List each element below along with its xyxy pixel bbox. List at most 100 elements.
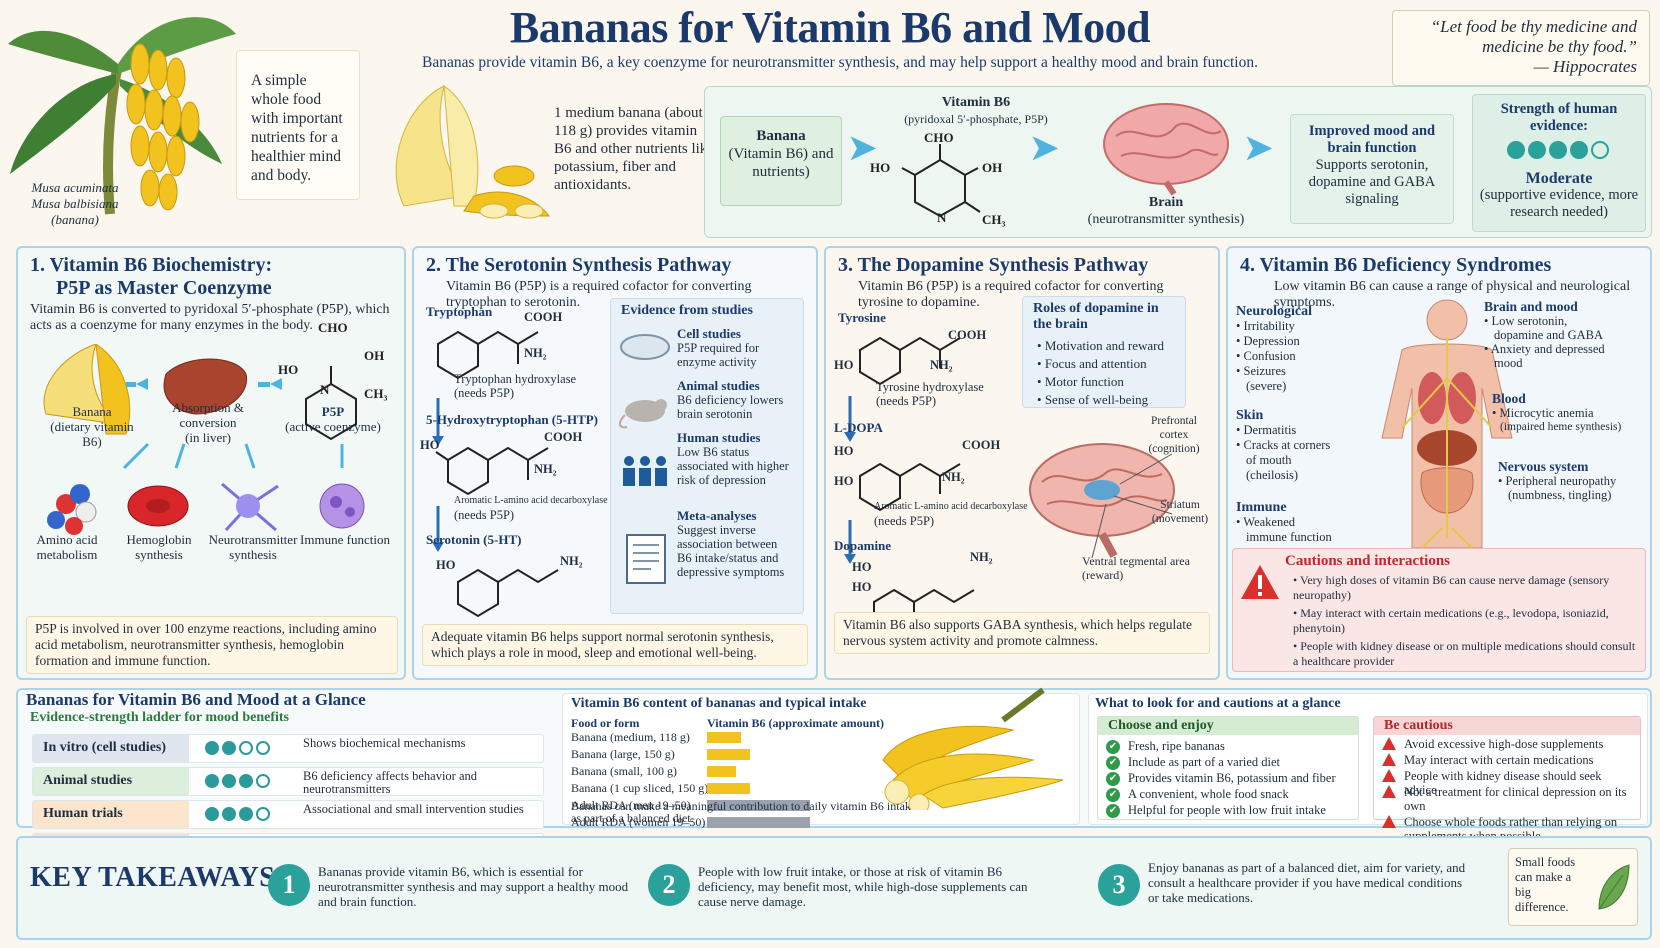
bar: [707, 817, 810, 828]
panel-serotonin: 2. The Serotonin Synthesis Pathway Vitam…: [412, 246, 818, 680]
ladder-row: Animal studies B6 deficiency affects beha…: [32, 767, 544, 796]
ladder-desc: Associational and small intervention stu…: [303, 802, 524, 816]
rating-dot: [1527, 141, 1546, 159]
brain-regions-icon: [1029, 443, 1175, 559]
warning-icon: [1382, 753, 1396, 766]
check-icon: ✔: [1106, 740, 1120, 755]
bar-label: Banana (large, 150 g): [571, 747, 675, 761]
check-icon: ✔: [1106, 756, 1120, 771]
bar-row: Adult RDA (women 19–50): [571, 815, 1071, 829]
bar-row: Adult RDA (men 19–50): [571, 798, 1071, 812]
check-icon: ✔: [1106, 772, 1120, 787]
flow-mood-box: Improved mood and brain function Support…: [1290, 114, 1454, 224]
bar: [707, 800, 810, 811]
bar-row: Banana (small, 100 g): [571, 764, 1071, 778]
key-takeaways: KEY TAKEAWAYS 1 Bananas provide vitamin …: [16, 836, 1652, 940]
rating-dot: [239, 807, 253, 821]
ladder-row: In vitro (cell studies)Shows biochemical…: [32, 734, 544, 763]
caution-item: May interact with certain medications: [1382, 753, 1632, 767]
takeaway-number: 1: [268, 864, 310, 906]
enjoy-item: ✔Provides vitamin B6, potassium and fibe…: [1106, 771, 1336, 787]
caution-item: Avoid excessive high-dose supplements: [1382, 737, 1632, 751]
flow-arrow-icon: ➤: [848, 130, 877, 167]
bar-label: Banana (1 cup sliced, 150 g): [571, 781, 709, 795]
quote-text: “Let food be thy medicine and medicine b…: [1430, 17, 1637, 56]
warning-icon: [1382, 785, 1396, 798]
panel-dopamine: 3. The Dopamine Synthesis Pathway Vitami…: [824, 246, 1220, 680]
ladder-label: Human trials: [33, 801, 189, 828]
ladder-dots: [205, 741, 273, 760]
rating-dot: [222, 741, 236, 755]
dopamine-note: Vitamin B6 also supports GABA synthesis,…: [834, 612, 1210, 654]
rating-dot: [256, 741, 270, 755]
rating-dot: [1590, 141, 1609, 159]
flow-brain: Brain (neurotransmitter synthesis): [1087, 195, 1245, 227]
bar-row: Banana (large, 150 g): [571, 747, 1071, 761]
bar: [707, 783, 750, 794]
flow-arrow-icon: ➤: [1244, 130, 1273, 167]
rating-dot: [205, 741, 219, 755]
p5p-note: P5P is involved in over 100 enzyme react…: [26, 616, 398, 674]
quote-author: — Hippocrates: [1533, 57, 1637, 76]
panel-biochemistry: 1. Vitamin B6 Biochemistry: P5P as Maste…: [16, 246, 406, 680]
bar: [707, 766, 736, 777]
b6-content-chart: Vitamin B6 content of bananas and typica…: [562, 687, 1080, 829]
caution-item: Not a treatment for clinical depression …: [1382, 785, 1632, 813]
quote-box: “Let food be thy medicine and medicine b…: [1392, 10, 1650, 86]
peeled-banana-illustration: [395, 85, 551, 219]
ladder-desc: Shows biochemical mechanisms: [303, 736, 466, 750]
caution-item: People with kidney disease should seek a…: [1382, 769, 1632, 797]
ladder-desc: B6 deficiency affects behavior and neuro…: [303, 769, 477, 796]
flow-banana-box: Banana (Vitamin B6) and nutrients): [720, 116, 842, 206]
ladder-label: Animal studies: [33, 768, 189, 795]
bar: [707, 732, 741, 743]
study-icons: [619, 334, 670, 584]
bar: [707, 749, 750, 760]
rating-dot: [1548, 141, 1567, 159]
rating-dot: [1569, 141, 1588, 159]
small-foods-note: Small foods can make a big difference.: [1508, 848, 1638, 926]
choose-enjoy-box: Choose and enjoy ✔Fresh, ripe bananas✔In…: [1097, 716, 1359, 820]
warning-icon: [1241, 565, 1279, 599]
serotonin-note: Adequate vitamin B6 helps support normal…: [422, 624, 808, 666]
rating-dot: [205, 807, 219, 821]
biochem-diagram: [43, 344, 365, 535]
rating-dot: [256, 807, 270, 821]
dopamine-roles: Roles of dopamine in the brain • Motivat…: [1022, 296, 1186, 408]
takeaway-number: 3: [1098, 864, 1140, 906]
ladder-dots: [205, 807, 273, 826]
ladder-dots: [205, 774, 273, 793]
rating-dot: [239, 741, 253, 755]
warning-icon: [1382, 769, 1396, 782]
whole-food-note: A simple whole food with important nutri…: [236, 50, 360, 200]
serotonin-structures: [432, 330, 559, 618]
human-body-icon: [1381, 299, 1513, 548]
bar-label: Adult RDA (women 19–50): [571, 815, 706, 829]
be-cautious-box: Be cautious Avoid excessive high-dose su…: [1373, 716, 1641, 843]
warning-icon: [1382, 815, 1396, 828]
rating-dot: [256, 774, 270, 788]
enjoy-item: ✔Include as part of a varied diet: [1106, 755, 1280, 771]
dopamine-structures: [844, 336, 975, 624]
latin-names: Musa acuminata Musa balbisiana (banana): [31, 180, 119, 227]
flow-vitamin-b6: Vitamin B6 (pyridoxal 5′-phosphate, P5P): [904, 95, 1048, 126]
leaf-icon: [1598, 864, 1630, 910]
check-icon: ✔: [1106, 788, 1120, 803]
brain-icon: [1103, 103, 1229, 196]
bar-row: Banana (1 cup sliced, 150 g): [571, 781, 1071, 795]
page-subtitle: Bananas provide vitamin B6, a key coenzy…: [422, 54, 1258, 71]
rating-dot: [239, 774, 253, 788]
check-icon: ✔: [1106, 804, 1120, 819]
banana-bunch-icon: [882, 687, 1064, 810]
evidence-strength-box: Strength of human evidence: Moderate (su…: [1472, 94, 1646, 232]
rating-dot: [222, 807, 236, 821]
warning-icon: [1382, 737, 1396, 750]
bar-label: Banana (small, 100 g): [571, 764, 677, 778]
cautions-box: Cautions and interactions • Very high do…: [1232, 548, 1646, 672]
rating-dot: [222, 774, 236, 788]
rating-dot: [1506, 141, 1525, 159]
banana-plant-illustration: [8, 17, 236, 215]
bar-label: Adult RDA (men 19–50): [571, 798, 691, 812]
enjoy-item: ✔A convenient, whole food snack: [1106, 787, 1289, 803]
